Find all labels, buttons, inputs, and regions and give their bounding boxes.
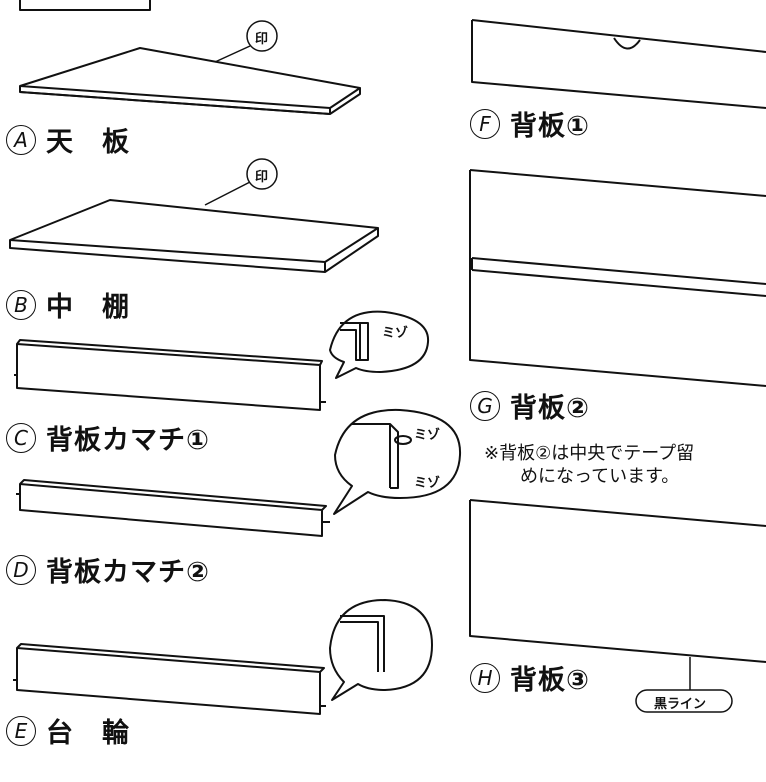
back-panel-f: [471, 19, 766, 109]
part-f-name: 背板①: [510, 111, 590, 142]
middle-shelf-b: [9, 199, 379, 273]
part-g-badge: G: [470, 390, 500, 421]
rail-d: [16, 479, 330, 537]
label-part-e: E 台 輪: [6, 711, 130, 750]
groove-c-text: ミゾ: [382, 326, 409, 341]
part-c-name: 背板カマチ①: [46, 425, 210, 456]
back-panel-h: [469, 499, 766, 663]
tape-note-line-1: ※背板②は中央でテープ留: [484, 443, 695, 464]
stamp-b-text: 印: [255, 170, 269, 185]
part-c-badge: C: [6, 422, 36, 453]
part-b-name: 中 棚: [46, 292, 130, 323]
part-e-name: 台 輪: [46, 718, 130, 749]
callout-e: [329, 599, 433, 701]
label-part-c: C 背板カマチ①: [6, 418, 210, 457]
callout-d: [333, 408, 462, 515]
back-panel-g: [469, 169, 766, 387]
part-h-name: 背板③: [510, 665, 590, 696]
stamp-a-leader: [214, 45, 251, 63]
callout-c: [329, 310, 430, 379]
top-board-a: [19, 47, 361, 115]
tape-note: ※背板②は中央でテープ留 めになっています。: [484, 442, 694, 488]
label-part-g: G 背板②: [470, 386, 590, 425]
part-f-badge: F: [470, 108, 500, 139]
part-h-badge: H: [470, 662, 500, 693]
groove-d-bottom-text: ミゾ: [414, 476, 441, 491]
stamp-a-circle: [246, 20, 278, 52]
label-part-a: A 天 板: [6, 120, 130, 159]
part-g-name: 背板②: [510, 393, 590, 424]
corner-box: [19, 0, 151, 11]
rail-c: [14, 339, 326, 411]
part-a-badge: A: [6, 124, 36, 155]
stamp-b-leader: [204, 181, 251, 206]
groove-d-top-text: ミゾ: [414, 428, 441, 443]
black-line-text: 黒ライン: [654, 697, 707, 712]
plinth-e: [13, 643, 326, 715]
part-d-name: 背板カマチ②: [46, 557, 210, 588]
part-b-badge: B: [6, 289, 36, 320]
label-part-f: F 背板①: [470, 104, 590, 143]
stamp-a-text: 印: [255, 32, 269, 47]
tape-note-line-2: めになっています。: [520, 466, 680, 487]
label-part-h: H 背板③: [470, 658, 590, 697]
part-a-name: 天 板: [46, 127, 130, 158]
black-line-tag-box: [635, 689, 733, 713]
stamp-b-circle: [246, 158, 278, 190]
part-d-badge: D: [6, 554, 36, 585]
label-part-d: D 背板カマチ②: [6, 550, 210, 589]
label-part-b: B 中 棚: [6, 285, 130, 324]
part-e-badge: E: [6, 715, 36, 746]
